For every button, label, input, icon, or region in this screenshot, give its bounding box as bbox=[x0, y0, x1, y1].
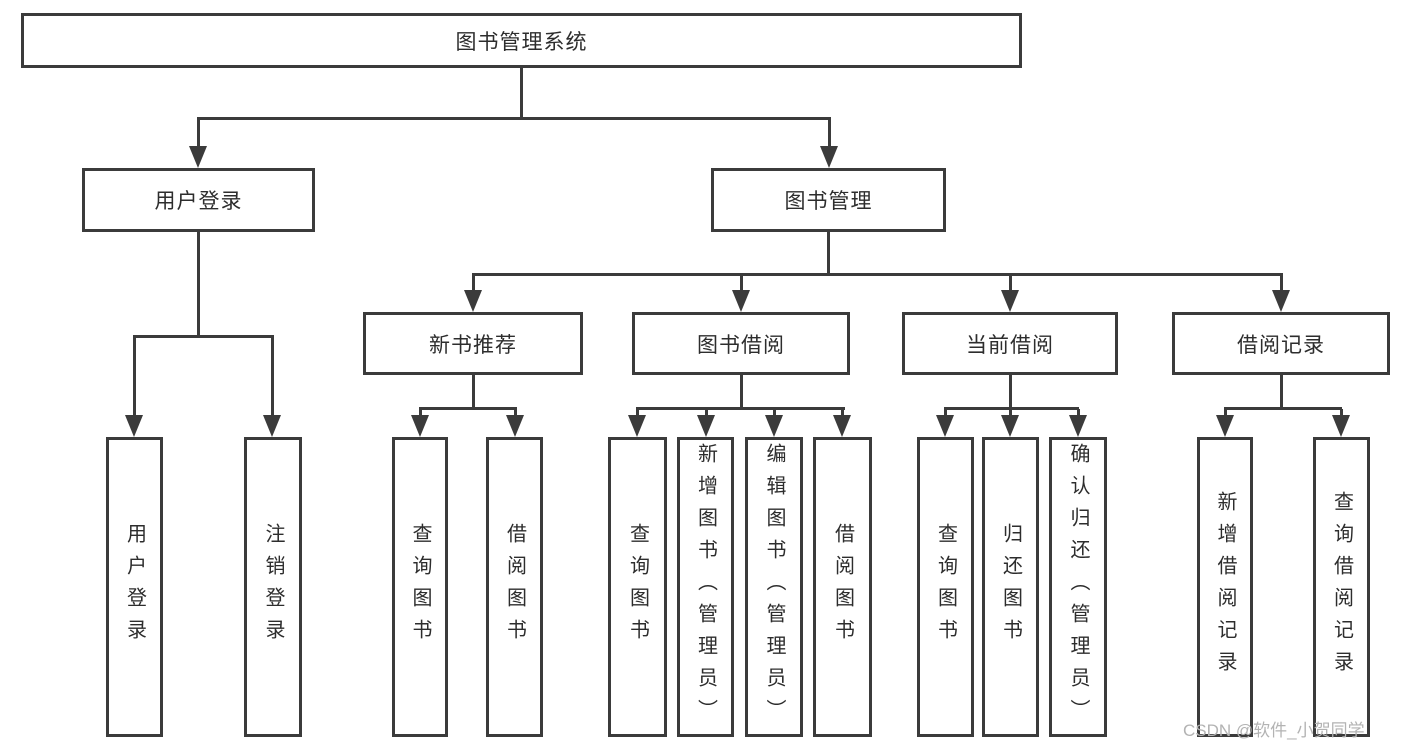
connector-groupC-stub bbox=[1009, 375, 1012, 407]
connector-groupC-drop-3 bbox=[1077, 409, 1080, 417]
arrow-down-icon bbox=[1001, 415, 1019, 437]
arrow-down-icon bbox=[125, 415, 143, 437]
arrow-down-icon bbox=[833, 415, 851, 437]
connector-groupB-drop-4 bbox=[841, 409, 844, 417]
connector-groupD-stub bbox=[1280, 375, 1283, 407]
connector-groupB-drop-1 bbox=[636, 409, 639, 417]
leaf-return-books: 归还图书 bbox=[982, 437, 1039, 737]
arrow-down-icon bbox=[263, 415, 281, 437]
node-book-borrow: 图书借阅 bbox=[632, 312, 850, 375]
node-user-login: 用户登录 bbox=[82, 168, 315, 232]
connector-groupA-drop-2 bbox=[514, 409, 517, 417]
connector-groupB-drop-3 bbox=[773, 409, 776, 417]
arrow-down-icon bbox=[1332, 415, 1350, 437]
connector-groupD-drop-2 bbox=[1340, 409, 1343, 417]
arrow-down-icon bbox=[628, 415, 646, 437]
node-new-book-recommend: 新书推荐 bbox=[363, 312, 583, 375]
arrow-down-icon bbox=[936, 415, 954, 437]
connector-groupA-drop-1 bbox=[419, 409, 422, 417]
arrow-down-icon bbox=[1216, 415, 1234, 437]
connector-logout-leaf-drop bbox=[271, 338, 274, 416]
arrow-down-icon bbox=[506, 415, 524, 437]
watermark: CSDN @软件_小贺同学 bbox=[1183, 721, 1365, 740]
node-book-management: 图书管理 bbox=[711, 168, 946, 232]
leaf-query-borrow-record: 查询借阅记录 bbox=[1313, 437, 1370, 737]
arrow-down-icon bbox=[697, 415, 715, 437]
node-library-management-system: 图书管理系统 bbox=[21, 13, 1022, 68]
connector-groupB-horizontal bbox=[636, 407, 845, 410]
connector-level3-horizontal bbox=[472, 273, 1283, 276]
connector-groupB-drop-2 bbox=[705, 409, 708, 417]
arrow-down-icon bbox=[1001, 290, 1019, 312]
connector-newbook-drop bbox=[472, 276, 475, 291]
arrow-down-icon bbox=[189, 146, 207, 168]
connector-root-stub bbox=[520, 68, 523, 118]
connector-level2-horizontal bbox=[197, 117, 831, 120]
connector-records-drop bbox=[1280, 276, 1283, 291]
leaf-query-books-current: 查询图书 bbox=[917, 437, 974, 737]
connector-groupC-horizontal bbox=[944, 407, 1079, 410]
connector-groupA-horizontal bbox=[419, 407, 517, 410]
connector-bookborrow-drop bbox=[740, 276, 743, 291]
connector-groupA-stub bbox=[472, 375, 475, 407]
arrow-down-icon bbox=[732, 290, 750, 312]
arrow-down-icon bbox=[820, 146, 838, 168]
leaf-logout: 注销登录 bbox=[244, 437, 302, 737]
connector-book-mgmt-drop bbox=[828, 120, 831, 147]
leaf-edit-book-admin: 编辑图书（管理员） bbox=[745, 437, 803, 737]
leaf-query-books-borrow: 查询图书 bbox=[608, 437, 667, 737]
leaf-add-borrow-record: 新增借阅记录 bbox=[1197, 437, 1253, 737]
arrow-down-icon bbox=[464, 290, 482, 312]
node-current-borrow: 当前借阅 bbox=[902, 312, 1118, 375]
connector-groupD-horizontal bbox=[1224, 407, 1342, 410]
connector-groupC-drop-1 bbox=[944, 409, 947, 417]
connector-currentborrow-drop bbox=[1009, 276, 1012, 291]
arrow-down-icon bbox=[765, 415, 783, 437]
arrow-down-icon bbox=[1069, 415, 1087, 437]
leaf-add-book-admin: 新增图书（管理员） bbox=[677, 437, 734, 737]
connector-user-login-drop bbox=[197, 120, 200, 147]
connector-groupD-drop-1 bbox=[1224, 409, 1227, 417]
leaf-borrow-books: 借阅图书 bbox=[813, 437, 872, 737]
leaf-confirm-return-admin: 确认归还（管理员） bbox=[1049, 437, 1107, 737]
connector-groupC-drop-2 bbox=[1009, 409, 1012, 417]
connector-groupB-stub bbox=[740, 375, 743, 407]
leaf-user-login: 用户登录 bbox=[106, 437, 163, 737]
connector-mgmt-stub bbox=[827, 232, 830, 273]
arrow-down-icon bbox=[411, 415, 429, 437]
connector-user-branch-horizontal bbox=[133, 335, 274, 338]
leaf-borrow-books-recommend: 借阅图书 bbox=[486, 437, 543, 737]
arrow-down-icon bbox=[1272, 290, 1290, 312]
connector-user-login-leaf-drop bbox=[133, 338, 136, 416]
node-borrow-records: 借阅记录 bbox=[1172, 312, 1390, 375]
leaf-query-books-recommend: 查询图书 bbox=[392, 437, 448, 737]
connector-user-branch-stub bbox=[197, 232, 200, 336]
